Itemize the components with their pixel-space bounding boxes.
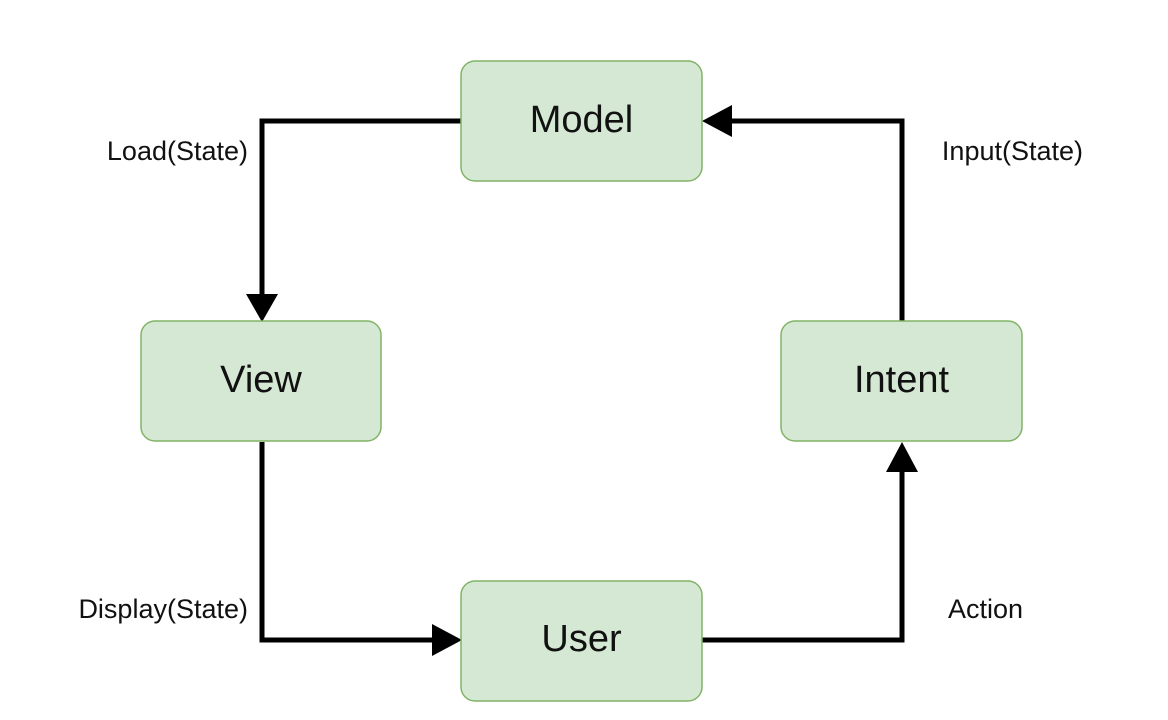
arrow-head-up-icon bbox=[886, 442, 918, 472]
node-user[interactable]: User bbox=[460, 580, 703, 702]
node-view[interactable]: View bbox=[140, 320, 382, 442]
node-model[interactable]: Model bbox=[460, 60, 703, 182]
arrow-head-down-icon bbox=[246, 294, 278, 322]
node-model-box bbox=[460, 60, 703, 182]
edge-label-display: Display(State) bbox=[78, 594, 248, 624]
node-intent-label: Intent bbox=[854, 359, 950, 401]
node-view-label: View bbox=[220, 359, 302, 401]
node-intent-box bbox=[780, 320, 1023, 442]
edge-label-action: Action bbox=[948, 594, 1023, 624]
node-model-label: Model bbox=[530, 99, 634, 141]
edge-line-load bbox=[259, 118, 462, 296]
edge-line-action bbox=[702, 468, 905, 643]
edge-view-to-user bbox=[259, 442, 462, 656]
arrow-head-left-icon bbox=[702, 105, 732, 137]
edge-intent-to-model bbox=[702, 105, 905, 322]
node-view-box bbox=[140, 320, 382, 442]
node-user-box bbox=[460, 580, 703, 702]
edge-user-to-intent bbox=[702, 442, 918, 643]
edge-line-input bbox=[728, 118, 905, 322]
edge-line-display bbox=[259, 442, 436, 643]
edge-model-to-view bbox=[246, 118, 462, 322]
node-user-label: User bbox=[541, 618, 622, 660]
arrow-head-right-icon bbox=[432, 624, 462, 656]
edge-label-input: Input(State) bbox=[942, 136, 1083, 166]
node-intent[interactable]: Intent bbox=[780, 320, 1023, 442]
edge-label-load: Load(State) bbox=[107, 136, 248, 166]
